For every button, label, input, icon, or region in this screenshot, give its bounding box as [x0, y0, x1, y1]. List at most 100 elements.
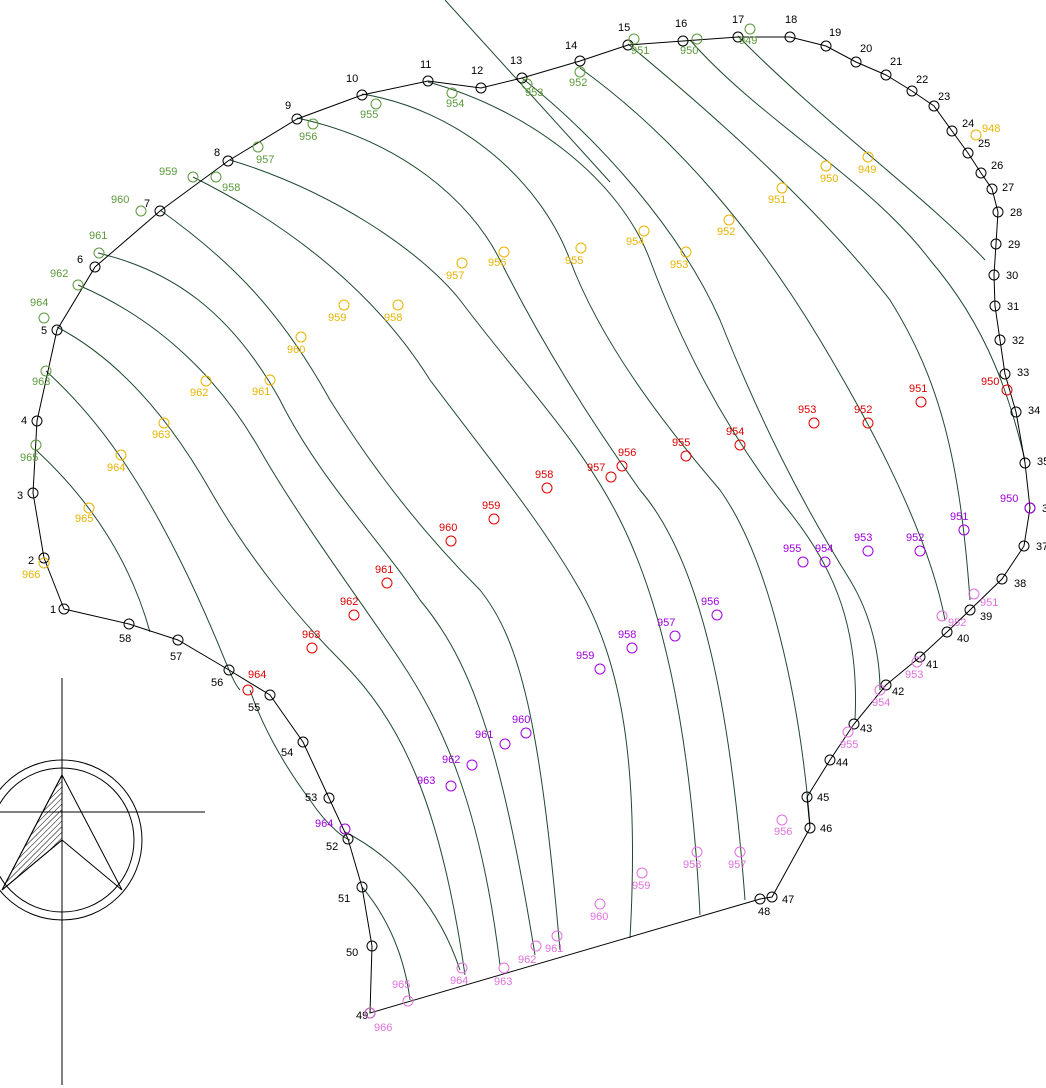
elevation-label: 964 [315, 818, 333, 830]
station-label: 17 [732, 14, 744, 26]
elevation-label: 966 [22, 569, 40, 581]
station-marker [989, 300, 1001, 312]
elevation-marker [734, 846, 746, 858]
station-label: 1 [50, 604, 56, 616]
elevation-label: 954 [446, 98, 464, 110]
elevation-marker [445, 780, 457, 792]
elevation-label: 948 [982, 123, 1000, 135]
elevation-label: 965 [20, 452, 38, 464]
elevation-marker [381, 577, 393, 589]
station-label: 39 [980, 611, 992, 623]
station-label: 26 [991, 160, 1003, 172]
station-label: 45 [817, 792, 829, 804]
station-marker [801, 791, 813, 803]
elevation-label: 957 [446, 270, 464, 282]
elevation-label: 964 [30, 297, 48, 309]
elevation-label: 958 [618, 629, 636, 641]
elevation-marker [93, 247, 105, 259]
elevation-marker [392, 299, 404, 311]
elevation-label: 962 [518, 954, 536, 966]
station-marker [992, 206, 1004, 218]
station-marker [356, 881, 368, 893]
elevation-label: 949 [858, 164, 876, 176]
elevation-marker [808, 417, 820, 429]
station-label: 44 [836, 757, 848, 769]
elevation-marker [498, 246, 510, 258]
elevation-marker [691, 846, 703, 858]
station-marker [962, 147, 974, 159]
station-label: 15 [618, 22, 630, 34]
elevation-label: 958 [222, 182, 240, 194]
elevation-marker [797, 556, 809, 568]
elevation-marker [264, 374, 276, 386]
station-marker [89, 261, 101, 273]
station-label: 10 [346, 73, 358, 85]
elevation-marker [551, 930, 563, 942]
station-marker [754, 893, 766, 905]
station-marker [784, 31, 796, 43]
station-label: 8 [214, 147, 220, 159]
station-marker [123, 618, 135, 630]
station-marker [38, 552, 50, 564]
station-marker [574, 55, 586, 67]
elevation-marker [466, 759, 478, 771]
station-label: 46 [820, 823, 832, 835]
elevation-label: 951 [631, 45, 649, 57]
elevation-marker [575, 242, 587, 254]
station-label: 18 [785, 14, 797, 26]
elevation-marker [628, 33, 640, 45]
elevation-label: 962 [190, 387, 208, 399]
elevation-marker [691, 33, 703, 45]
elevation-marker [446, 87, 458, 99]
elevation-marker [936, 610, 948, 622]
elevation-marker [958, 524, 970, 536]
station-label: 31 [1007, 301, 1019, 313]
station-marker [1018, 540, 1030, 552]
elevation-label: 959 [159, 166, 177, 178]
elevation-marker [83, 502, 95, 514]
station-label: 9 [285, 100, 291, 112]
elevation-marker [456, 257, 468, 269]
station-label: 25 [978, 138, 990, 150]
station-marker [154, 205, 166, 217]
elevation-marker [38, 312, 50, 324]
station-marker [975, 167, 987, 179]
elevation-marker [680, 450, 692, 462]
elevation-label: 953 [670, 259, 688, 271]
station-marker [297, 736, 309, 748]
station-label: 28 [1010, 207, 1022, 219]
station-label: 35 [1037, 456, 1046, 468]
elevation-label: 961 [475, 729, 493, 741]
elevation-label: 956 [618, 447, 636, 459]
elevation-marker [40, 365, 52, 377]
station-marker [848, 718, 860, 730]
boundary-line [32, 36, 1031, 1014]
elevation-label: 956 [299, 131, 317, 143]
elevation-marker [339, 823, 351, 835]
elevation-marker [295, 331, 307, 343]
elevation-label: 961 [375, 564, 393, 576]
elevation-label: 964 [248, 669, 266, 681]
elevation-label: 956 [488, 257, 506, 269]
elevation-marker [499, 738, 511, 750]
station-label: 51 [338, 893, 350, 905]
elevation-marker [445, 535, 457, 547]
elevation-marker [456, 962, 468, 974]
elevation-marker [862, 545, 874, 557]
station-marker [946, 125, 958, 137]
station-marker [622, 39, 634, 51]
elevation-label: 953 [525, 87, 543, 99]
elevation-label: 950 [1000, 493, 1018, 505]
elevation-marker [744, 23, 756, 35]
station-marker [850, 56, 862, 68]
elevation-marker [242, 684, 254, 696]
elevation-marker [252, 141, 264, 153]
station-label: 43 [860, 723, 872, 735]
station-label: 36 [1042, 503, 1046, 515]
elevation-marker [776, 814, 788, 826]
elevation-label: 950 [820, 173, 838, 185]
elevation-marker [616, 460, 628, 472]
station-label: 6 [77, 254, 83, 266]
station-marker [323, 792, 335, 804]
